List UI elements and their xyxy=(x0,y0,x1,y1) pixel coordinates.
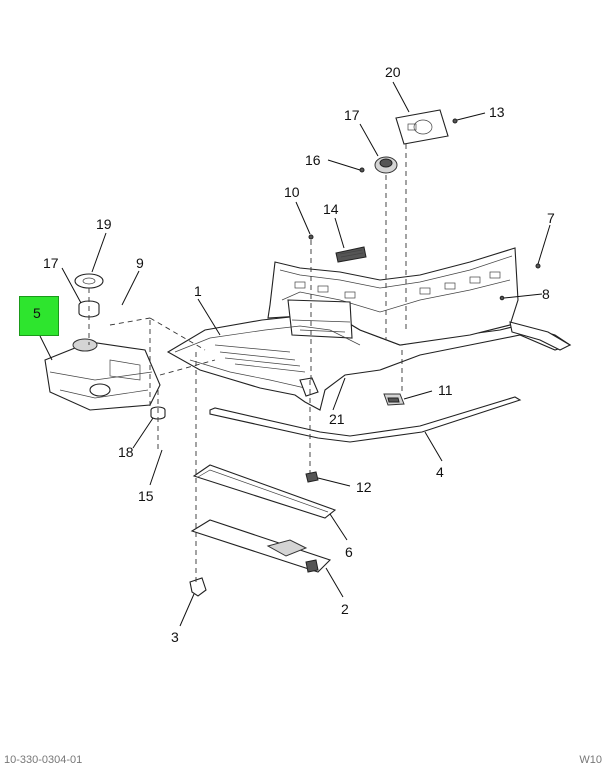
callout-5-label: 5 xyxy=(33,305,41,321)
part-19-filler-flange xyxy=(74,273,104,289)
callout-6: 6 xyxy=(345,544,353,560)
part-1-trim-panel xyxy=(166,247,572,411)
footer-right-code: W10 xyxy=(579,754,602,766)
callout-16: 16 xyxy=(305,152,321,168)
callout-11: 11 xyxy=(438,382,453,398)
part-7-fastener xyxy=(535,263,541,269)
callout-4: 4 xyxy=(436,464,444,480)
part-3-bracket xyxy=(189,577,207,597)
part-15-bracket-plate xyxy=(395,109,449,145)
leader-lines xyxy=(39,81,551,627)
callout-19: 19 xyxy=(96,216,112,232)
part-13-screw xyxy=(452,118,458,124)
part-12-clip xyxy=(305,471,319,483)
part-14-vent-grille xyxy=(335,246,367,263)
callout-15: 20 xyxy=(385,64,401,80)
callout-8: 8 xyxy=(542,286,550,302)
part-6-cover-panel xyxy=(192,464,337,519)
callout-18: 18 xyxy=(118,444,134,460)
part-11-clip xyxy=(383,393,405,406)
part-4-seal-strip xyxy=(209,396,522,443)
callout-20: 15 xyxy=(138,488,154,504)
part-8-fastener xyxy=(499,295,505,301)
callout-labels: 20 13 17 16 10 14 7 8 1 9 19 17 11 21 4 … xyxy=(43,64,555,645)
assembly-guide-lines xyxy=(88,144,407,582)
callout-7: 7 xyxy=(547,210,555,226)
part-2-floor-panel xyxy=(190,519,332,573)
callout-3: 3 xyxy=(171,629,179,645)
callout-2: 2 xyxy=(341,601,349,617)
callout-13: 13 xyxy=(489,104,505,120)
callout-5-highlight[interactable]: 5 xyxy=(19,296,59,336)
part-5-reservoir xyxy=(44,338,161,411)
callout-14: 14 xyxy=(323,201,339,217)
callout-10: 10 xyxy=(284,184,300,200)
callout-21: 21 xyxy=(329,411,345,427)
part-17-grommet-upper xyxy=(374,156,398,174)
part-16-screw xyxy=(359,167,365,173)
footer-left-code: 10-330-0304-01 xyxy=(4,754,83,766)
callout-1: 1 xyxy=(194,283,202,299)
callout-9: 9 xyxy=(136,255,144,271)
callout-17-lower: 17 xyxy=(43,255,59,271)
callout-17-upper: 17 xyxy=(344,107,360,123)
callout-12: 12 xyxy=(356,479,372,495)
part-10-fastener xyxy=(308,234,314,240)
